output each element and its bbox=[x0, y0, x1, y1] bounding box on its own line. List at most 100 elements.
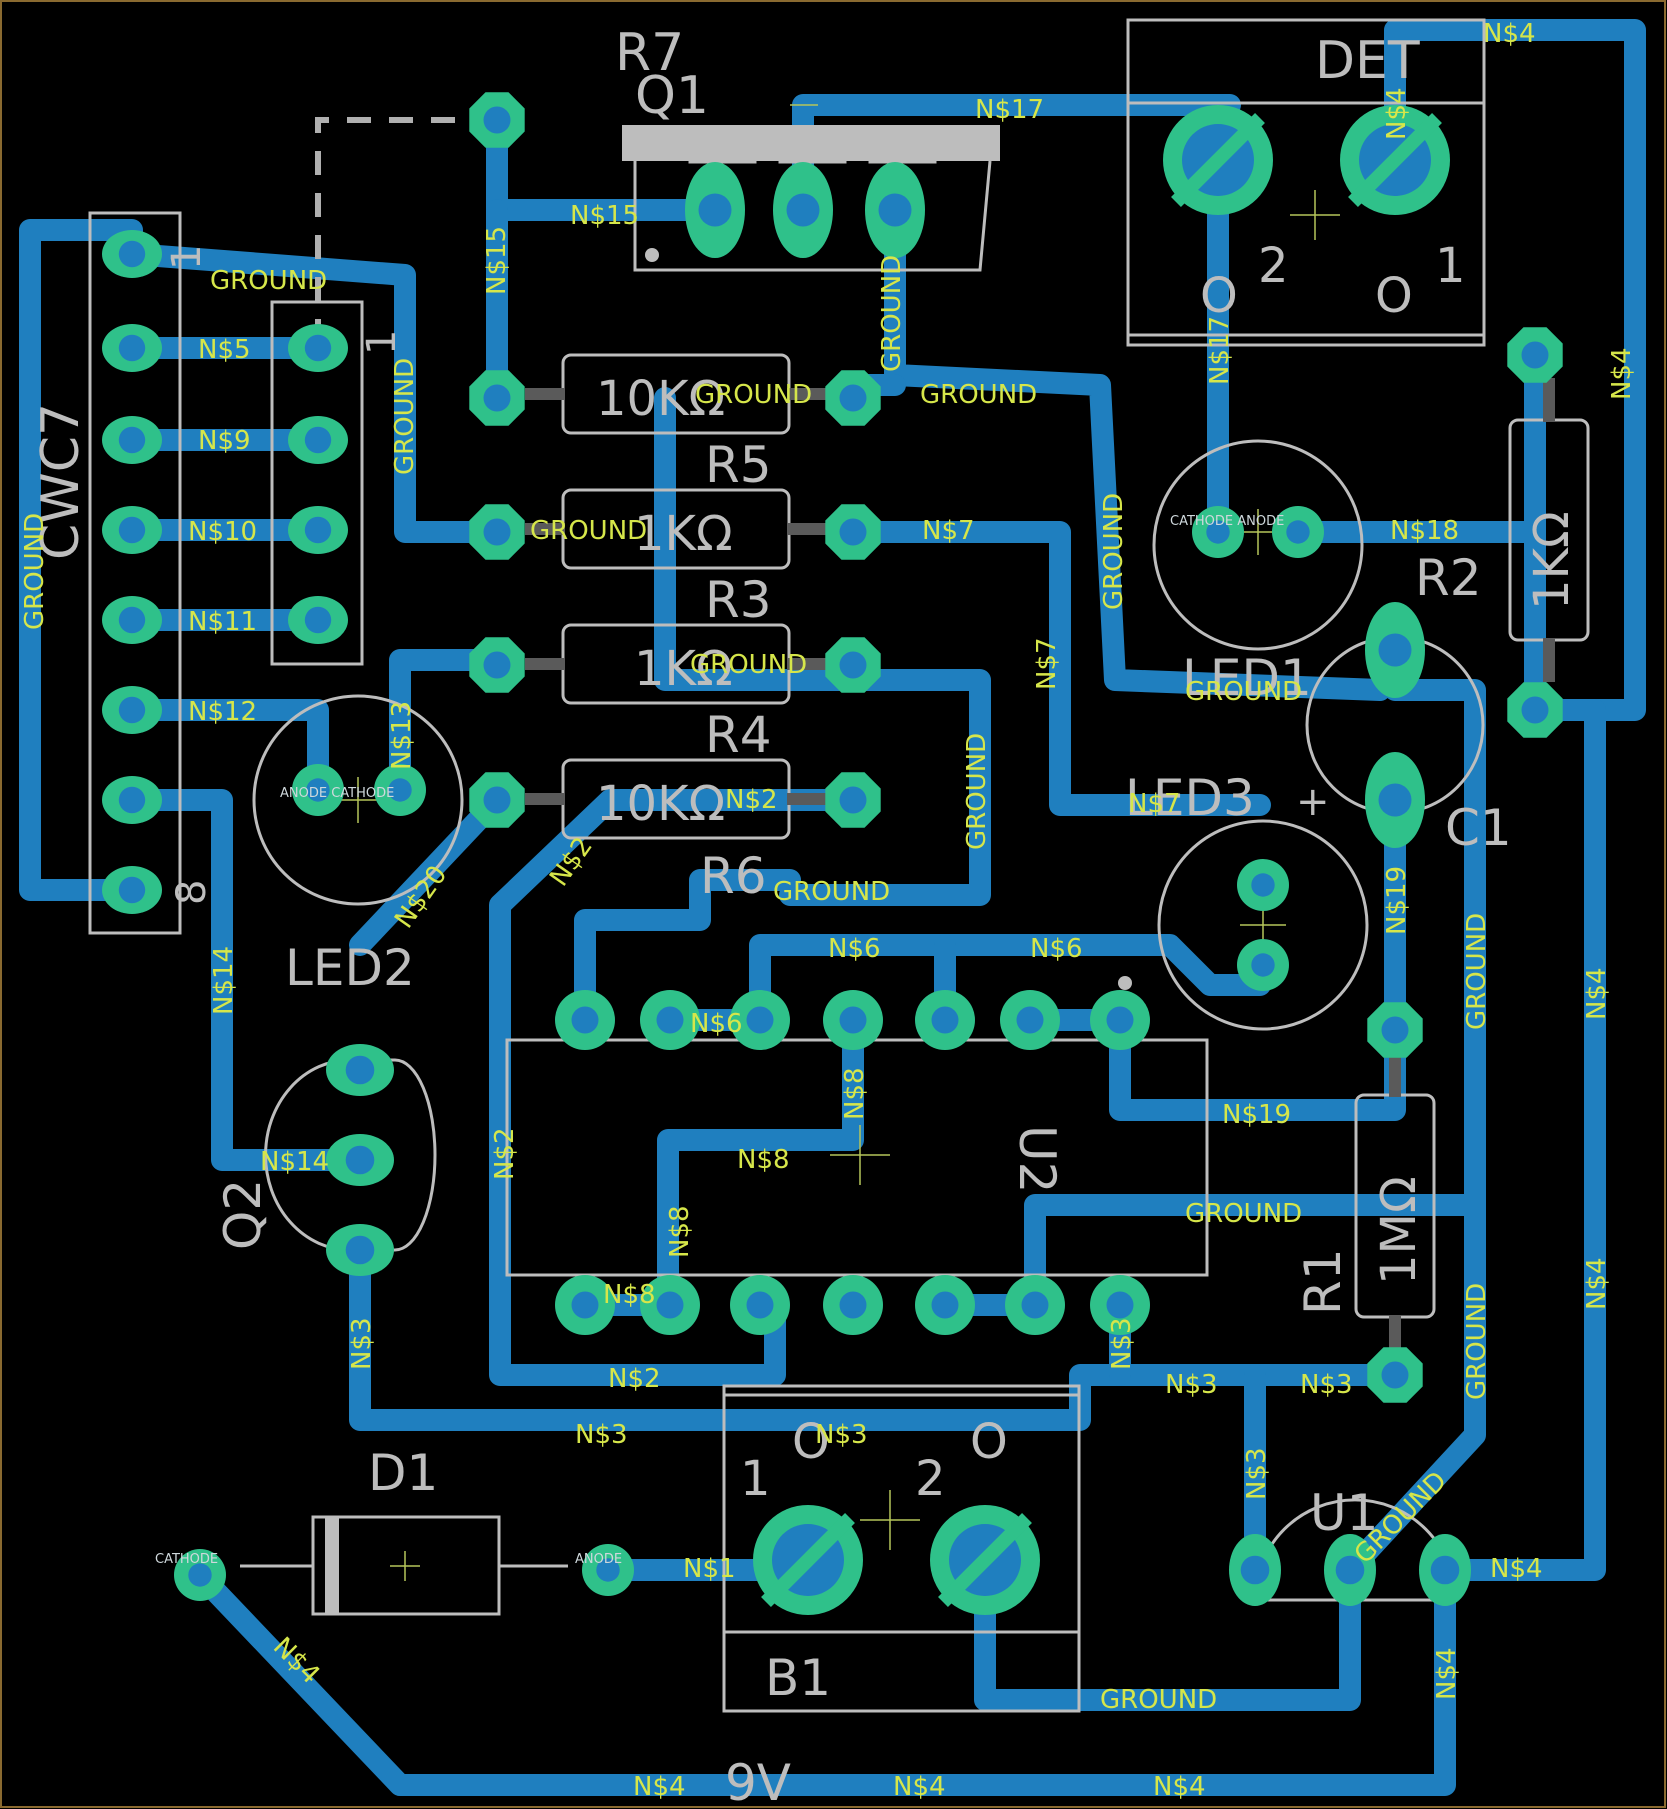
net-label: N$8 bbox=[665, 1205, 695, 1258]
net-label: N$14 bbox=[209, 946, 239, 1015]
value-r1: 1MΩ bbox=[1371, 1176, 1427, 1285]
pad bbox=[102, 416, 162, 464]
mark-det-o-left: O bbox=[1200, 268, 1238, 324]
pad bbox=[326, 1134, 394, 1186]
pad bbox=[292, 764, 344, 816]
pad bbox=[326, 1044, 394, 1096]
pad bbox=[1367, 1002, 1423, 1058]
net-label: GROUND bbox=[962, 733, 992, 850]
pad bbox=[773, 162, 833, 258]
pad bbox=[174, 1549, 226, 1601]
label-9v: 9V bbox=[725, 1754, 791, 1809]
pad bbox=[1272, 506, 1324, 558]
net-label: N$19 bbox=[1222, 1100, 1291, 1130]
net-label: N$4 bbox=[1582, 967, 1612, 1020]
net-label: GROUND bbox=[1462, 913, 1492, 1030]
pad bbox=[1365, 752, 1425, 848]
net-label: N$3 bbox=[575, 1420, 628, 1450]
label-q1: Q1 bbox=[635, 66, 709, 126]
net-label: N$17 bbox=[1205, 316, 1235, 385]
mark-cwc7-8: 8 bbox=[169, 880, 215, 905]
net-label: N$19 bbox=[1382, 866, 1412, 935]
net-label: N$14 bbox=[260, 1147, 329, 1177]
net-label: N$3 bbox=[815, 1420, 868, 1450]
net-label: N$3 bbox=[1242, 1447, 1272, 1500]
pad bbox=[823, 990, 883, 1050]
net-label: GROUND bbox=[1462, 1283, 1492, 1400]
net-label: N$6 bbox=[828, 934, 881, 964]
label-r6: R6 bbox=[700, 847, 767, 905]
label-q2: Q2 bbox=[214, 1179, 272, 1250]
pad bbox=[1507, 327, 1563, 383]
pad-label-anode-cathode-led2: ANODE CATHODE bbox=[280, 786, 394, 801]
net-label: N$4 bbox=[1153, 1772, 1206, 1802]
net-label: N$3 bbox=[347, 1317, 377, 1370]
pad bbox=[469, 370, 525, 426]
pad bbox=[326, 1224, 394, 1276]
pad bbox=[640, 990, 700, 1050]
label-b1: B1 bbox=[765, 1649, 831, 1707]
net-label: N$4 bbox=[633, 1772, 686, 1802]
label-r4: R4 bbox=[705, 706, 772, 764]
label-c1: C1 bbox=[1445, 799, 1512, 857]
net-label: N$4 bbox=[1432, 1647, 1462, 1700]
net-label: GROUND bbox=[773, 877, 890, 907]
pad bbox=[685, 162, 745, 258]
net-label: N$6 bbox=[1030, 934, 1083, 964]
value-r7: 10KΩ bbox=[596, 371, 725, 427]
net-label: GROUND bbox=[1185, 1199, 1302, 1229]
net-label: N$13 bbox=[387, 701, 417, 770]
net-label: N$4 bbox=[1382, 87, 1412, 140]
net-label: N$17 bbox=[975, 95, 1044, 125]
net-label: GROUND bbox=[877, 255, 907, 372]
net-label: GROUND bbox=[695, 380, 812, 410]
pad bbox=[102, 324, 162, 372]
mark-hdr-1: 1 bbox=[359, 330, 405, 355]
net-label: N$4 bbox=[1490, 1554, 1543, 1584]
mark-b1-1: 1 bbox=[740, 1451, 771, 1507]
pad bbox=[1237, 859, 1289, 911]
silkscreen-outlines bbox=[88, 18, 1590, 1713]
ratsnest-n15 bbox=[315, 117, 497, 348]
label-led1: LED1 bbox=[1182, 649, 1312, 707]
label-led3: LED3 bbox=[1125, 769, 1255, 827]
net-label: GROUND bbox=[1099, 493, 1129, 610]
label-led2: LED2 bbox=[285, 939, 415, 997]
pad bbox=[469, 772, 525, 828]
pad bbox=[1419, 1534, 1471, 1606]
label-r7: R7 bbox=[615, 23, 684, 83]
net-label: N$2 bbox=[608, 1364, 661, 1394]
pad bbox=[865, 162, 925, 258]
pad bbox=[288, 506, 348, 554]
pad bbox=[102, 506, 162, 554]
label-r3: R3 bbox=[705, 571, 772, 629]
u2-pin1-dot bbox=[1118, 976, 1132, 990]
pad bbox=[1090, 990, 1150, 1050]
net-label: N$15 bbox=[570, 201, 639, 231]
label-u2: U2 bbox=[1008, 1125, 1066, 1193]
net-label: N$3 bbox=[1300, 1370, 1353, 1400]
net-label: GROUND bbox=[920, 380, 1037, 410]
pad-label-cathode-d1: CATHODE bbox=[155, 1552, 218, 1567]
mark-det-1: 1 bbox=[1435, 238, 1466, 294]
pad bbox=[1000, 990, 1060, 1050]
pad bbox=[1163, 105, 1273, 215]
net-label: N$9 bbox=[198, 426, 251, 456]
pad bbox=[1365, 602, 1425, 698]
mark-det-2: 2 bbox=[1258, 238, 1289, 294]
label-det: DET bbox=[1315, 31, 1420, 91]
pad bbox=[288, 596, 348, 644]
pad bbox=[555, 990, 615, 1050]
pad bbox=[102, 686, 162, 734]
net-label: N$18 bbox=[1390, 516, 1459, 546]
pad-label-cathode-anode-led1: CATHODE ANODE bbox=[1170, 514, 1284, 529]
pad bbox=[823, 1275, 883, 1335]
pad bbox=[930, 1505, 1040, 1615]
net-label: N$4 bbox=[1483, 19, 1536, 49]
pad bbox=[825, 370, 881, 426]
value-r5: 1KΩ bbox=[634, 506, 733, 562]
net-label: N$7 bbox=[1032, 637, 1062, 690]
label-r5: R5 bbox=[705, 436, 772, 494]
